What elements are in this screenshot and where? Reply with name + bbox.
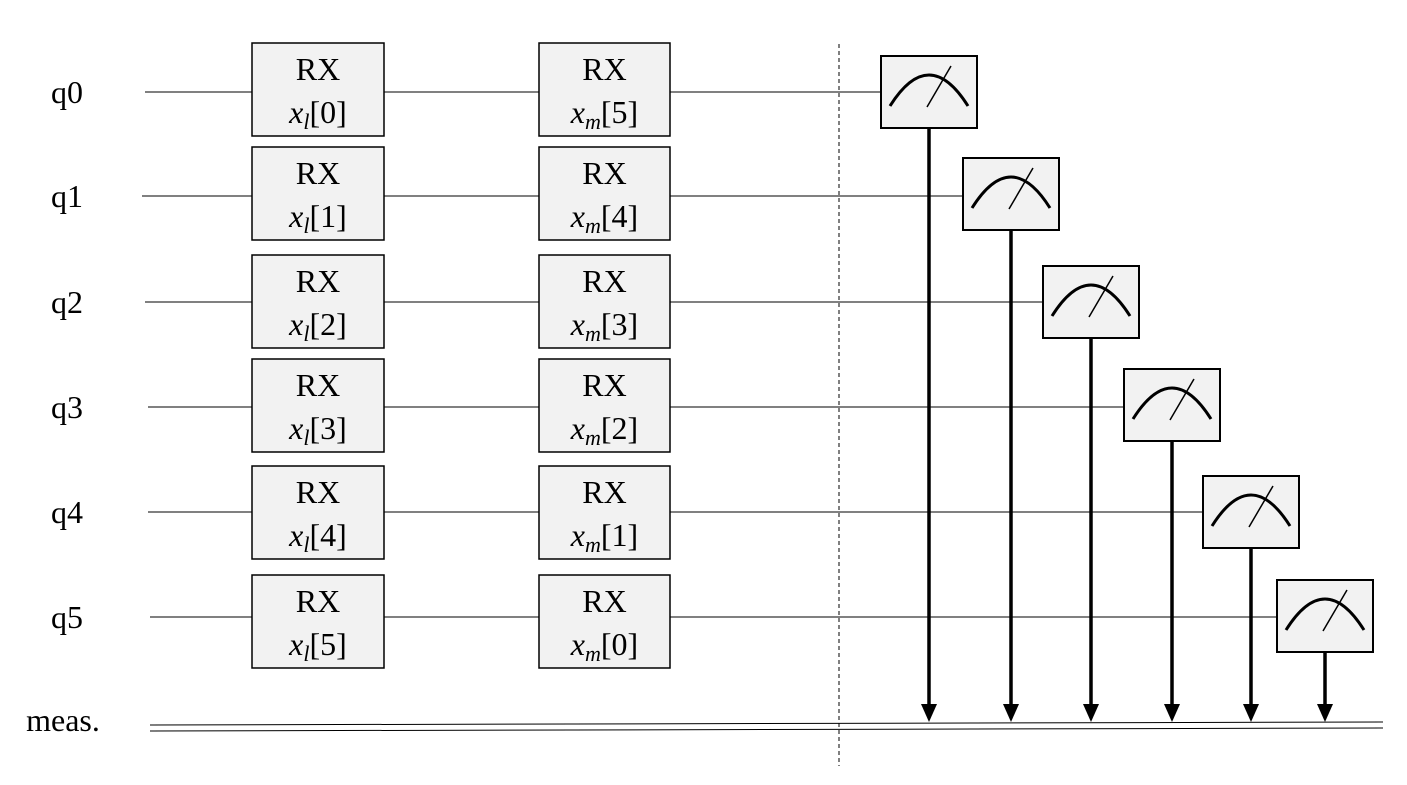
gate-parameter: xm[1] <box>570 517 638 557</box>
rx-gate-layer1-q5: RX xl[5] <box>251 574 385 669</box>
meter-gauge-icon <box>1210 493 1292 527</box>
gate-name: RX <box>296 155 340 191</box>
gate-box <box>538 254 671 349</box>
down-arrow-icon <box>1083 704 1099 722</box>
gate-parameter: xl[3] <box>288 410 347 450</box>
measurement-q3 <box>1123 368 1221 722</box>
classical-wire-bottom <box>149 727 1384 732</box>
rx-gate-layer2-q4: RX xm[1] <box>538 465 671 560</box>
gate-parameter: xl[4] <box>288 517 347 557</box>
measurement-q0 <box>880 55 978 722</box>
gate-name: RX <box>582 155 626 191</box>
gate-name: RX <box>582 51 626 87</box>
gate-parameter: xm[0] <box>570 626 638 666</box>
meter-needle <box>926 65 952 108</box>
rx-gate-layer1-q4: RX xl[4] <box>251 465 385 560</box>
gate-box <box>251 358 385 453</box>
gate-box <box>538 42 671 137</box>
down-arrow-icon <box>921 704 937 722</box>
down-arrow-icon <box>1003 704 1019 722</box>
gate-name: RX <box>582 263 626 299</box>
meter-gauge-icon <box>970 175 1052 209</box>
measurement-box <box>1042 265 1140 339</box>
rx-gate-layer1-q2: RX xl[2] <box>251 254 385 349</box>
gate-parameter: xm[5] <box>570 94 638 134</box>
rx-gate-layer2-q0: RX xm[5] <box>538 42 671 137</box>
gate-name: RX <box>296 367 340 403</box>
gate-box <box>538 465 671 560</box>
measurement-q4 <box>1202 475 1300 722</box>
gate-parameter: xl[0] <box>288 94 347 134</box>
qubit-label: q3 <box>51 389 83 425</box>
measurement-q2 <box>1042 265 1140 722</box>
qubit-label: q0 <box>51 74 83 110</box>
rx-gate-layer1-q0: RX xl[0] <box>251 42 385 137</box>
gate-name: RX <box>296 51 340 87</box>
gate-parameter: xm[2] <box>570 410 638 450</box>
meter-needle <box>1008 167 1034 210</box>
measurement-box <box>880 55 978 129</box>
gate-parameter: xl[5] <box>288 626 347 666</box>
gate-name: RX <box>296 583 340 619</box>
gate-box <box>251 465 385 560</box>
rx-gate-layer2-q5: RX xm[0] <box>538 574 671 669</box>
gate-box <box>251 146 385 241</box>
down-arrow-icon <box>1164 704 1180 722</box>
meter-gauge-icon <box>1131 386 1213 420</box>
gate-name: RX <box>582 583 626 619</box>
rx-gate-layer1-q1: RX xl[1] <box>251 146 385 241</box>
rx-gate-layer2-q1: RX xm[4] <box>538 146 671 241</box>
gate-box <box>538 146 671 241</box>
down-arrow-icon <box>1243 704 1259 722</box>
measurement-box <box>1276 579 1374 653</box>
rx-gate-layer1-q3: RX xl[3] <box>251 358 385 453</box>
measurement-q5 <box>1276 579 1374 722</box>
gate-name: RX <box>582 367 626 403</box>
gate-parameter: xm[3] <box>570 306 638 346</box>
measurement-box <box>1123 368 1221 442</box>
gate-box <box>251 254 385 349</box>
qubit-label: q1 <box>51 178 83 214</box>
meter-gauge-icon <box>1284 597 1366 631</box>
gate-name: RX <box>296 474 340 510</box>
rx-gate-layer2-q3: RX xm[2] <box>538 358 671 453</box>
qubit-label: q5 <box>51 599 83 635</box>
gate-box <box>251 42 385 137</box>
gate-parameter: xm[4] <box>570 198 638 238</box>
gate-box <box>538 358 671 453</box>
meter-gauge-icon <box>888 73 970 107</box>
classical-wire-top <box>149 721 1384 726</box>
meter-gauge-icon <box>1050 283 1132 317</box>
meter-needle <box>1169 378 1195 421</box>
qubit-label: q4 <box>51 494 83 530</box>
meter-needle <box>1248 485 1274 528</box>
gate-name: RX <box>582 474 626 510</box>
gate-parameter: xl[2] <box>288 306 347 346</box>
gate-box <box>538 574 671 669</box>
measurement-box <box>962 157 1060 231</box>
down-arrow-icon <box>1317 704 1333 722</box>
gate-box <box>251 574 385 669</box>
gate-name: RX <box>296 263 340 299</box>
measurement-box <box>1202 475 1300 549</box>
meter-needle <box>1322 589 1348 632</box>
rx-gate-layer2-q2: RX xm[3] <box>538 254 671 349</box>
qubit-label: q2 <box>51 284 83 320</box>
gate-parameter: xl[1] <box>288 198 347 238</box>
classical-register-label: meas. <box>26 702 100 738</box>
measurement-q1 <box>962 157 1060 722</box>
meter-needle <box>1088 275 1114 318</box>
